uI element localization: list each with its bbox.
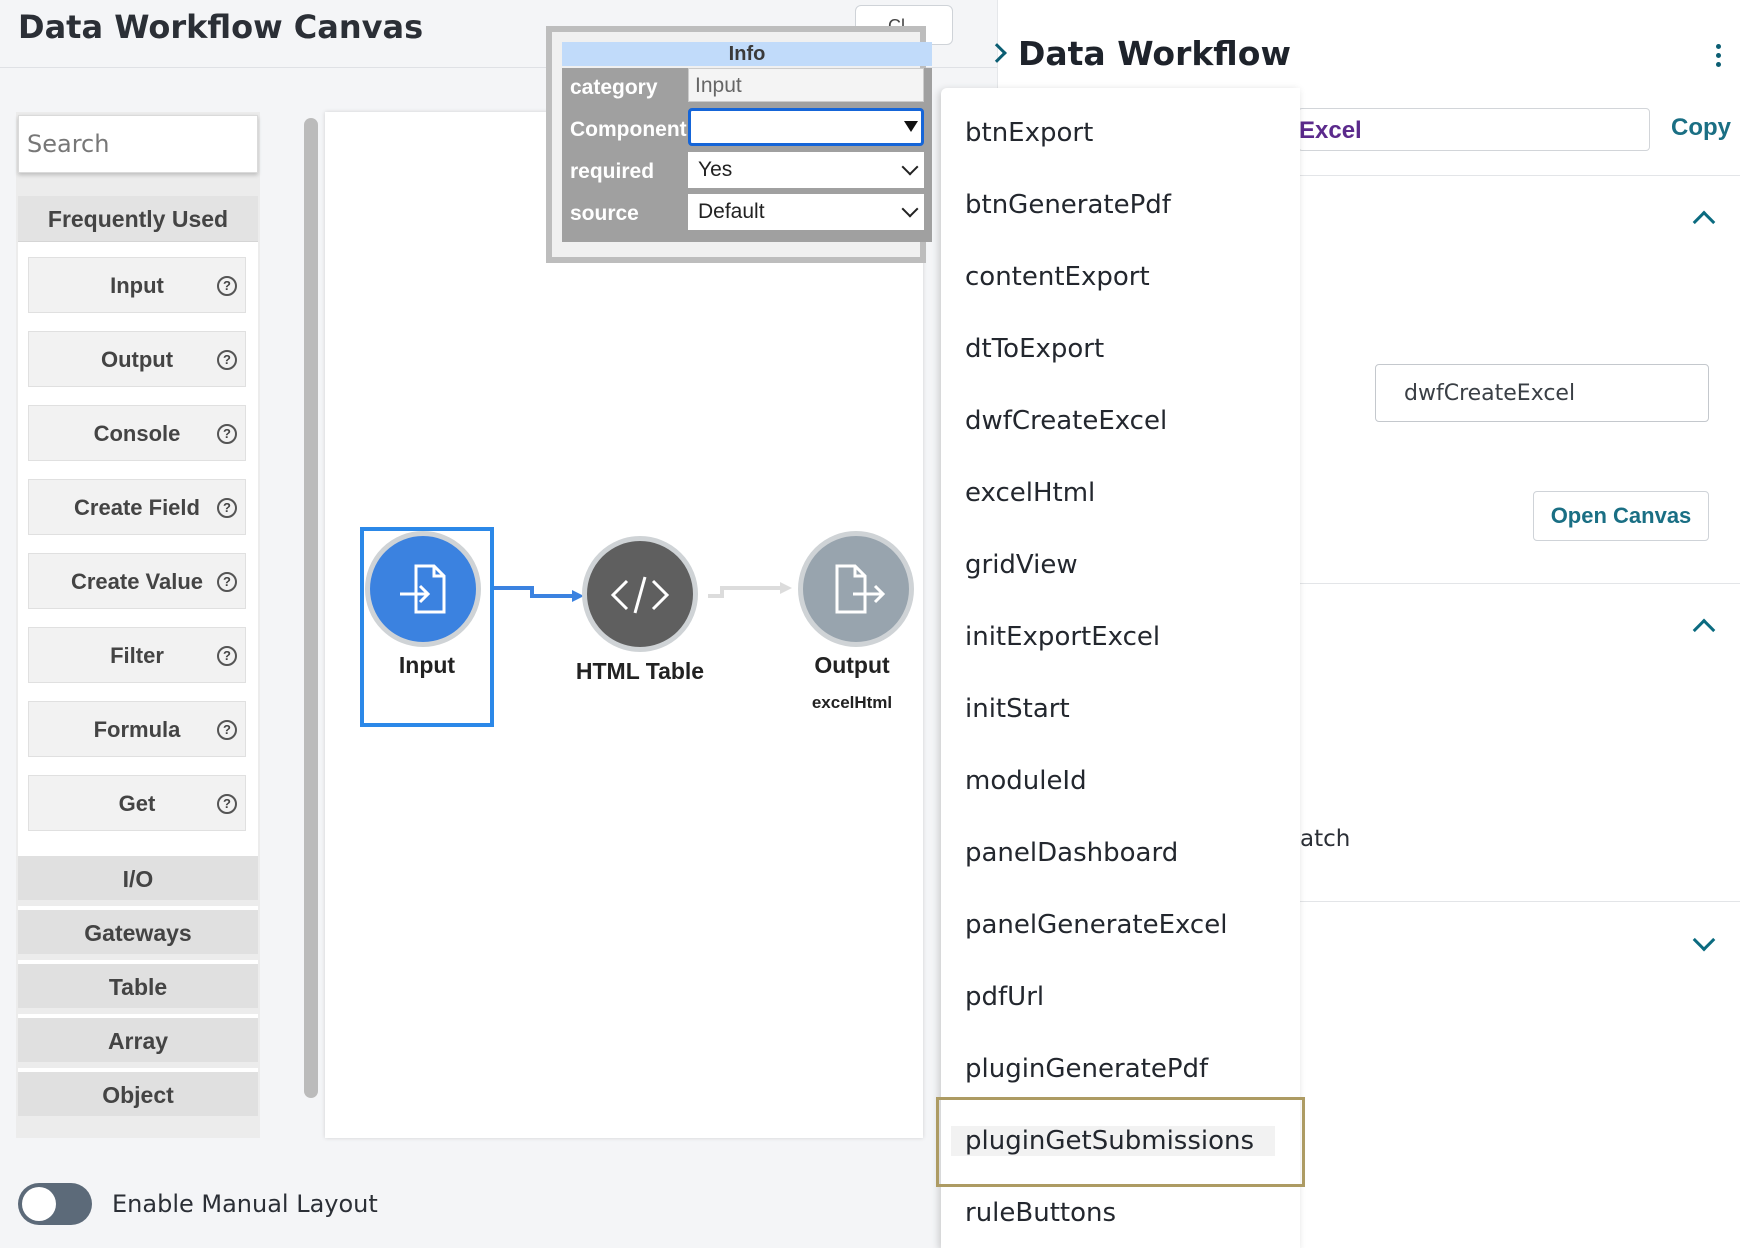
- help-icon[interactable]: ?: [217, 498, 237, 518]
- help-icon[interactable]: ?: [217, 276, 237, 296]
- help-icon[interactable]: ?: [217, 646, 237, 666]
- panel-title: Data Workflow: [1018, 34, 1291, 73]
- palette-item-label: Formula: [93, 717, 181, 742]
- help-icon[interactable]: ?: [217, 720, 237, 740]
- palette-item-label: Create Field: [74, 495, 200, 520]
- dropdown-option[interactable]: btnExport: [965, 118, 1094, 148]
- manual-layout-label: Enable Manual Layout: [112, 1190, 378, 1218]
- palette-item-get[interactable]: Get?: [28, 775, 246, 831]
- palette-item-input[interactable]: Input?: [28, 257, 246, 313]
- category-io[interactable]: I/O: [18, 852, 258, 900]
- info-body: category Input Component required Yes so…: [562, 68, 932, 242]
- palette-item-output[interactable]: Output?: [28, 331, 246, 387]
- help-icon[interactable]: ?: [217, 350, 237, 370]
- html-table-node[interactable]: [582, 536, 698, 652]
- search-input[interactable]: Search: [18, 115, 258, 173]
- connector-lines: [492, 582, 792, 602]
- output-node-sublabel: excelHtml: [811, 693, 893, 712]
- dropdown-option[interactable]: moduleId: [965, 766, 1087, 796]
- dropdown-option[interactable]: initStart: [965, 694, 1070, 724]
- required-label: required: [570, 160, 655, 183]
- component-label: Component: [570, 118, 687, 141]
- palette-item-label: Output: [100, 347, 174, 372]
- partial-label: atch: [1300, 826, 1351, 852]
- palette-item-create-value[interactable]: Create Value?: [28, 553, 246, 609]
- section-divider: [1300, 901, 1740, 902]
- category-array[interactable]: Array: [18, 1014, 258, 1062]
- source-label: source: [570, 202, 639, 225]
- dropdown-option[interactable]: panelDashboard: [965, 838, 1179, 868]
- required-value: Yes: [698, 158, 733, 181]
- dropdown-option[interactable]: btnGeneratePdf: [965, 190, 1171, 220]
- category-object[interactable]: Object: [18, 1068, 258, 1116]
- help-icon[interactable]: ?: [217, 794, 237, 814]
- section-divider: [1300, 175, 1740, 176]
- file-export-icon: [835, 564, 886, 614]
- dropdown-option[interactable]: dwfCreateExcel: [965, 406, 1168, 436]
- palette-item-label: Get: [118, 791, 156, 816]
- palette-item-filter[interactable]: Filter?: [28, 627, 246, 683]
- dropdown-option-highlighted[interactable]: pluginGetSubmissions: [951, 1126, 1275, 1156]
- frequently-used-header[interactable]: Frequently Used: [18, 196, 258, 242]
- header-divider: [0, 67, 997, 68]
- dropdown-option[interactable]: initExportExcel: [965, 622, 1161, 652]
- source-select[interactable]: Default: [688, 194, 924, 230]
- category-field: Input: [688, 68, 924, 102]
- category-table[interactable]: Table: [18, 960, 258, 1008]
- dropdown-option[interactable]: pluginGeneratePdf: [965, 1054, 1209, 1084]
- chevron-down-icon: [901, 158, 919, 176]
- palette-item-create-field[interactable]: Create Field?: [28, 479, 246, 535]
- dropdown-arrow-icon: [904, 121, 918, 132]
- name-input[interactable]: Excel: [1298, 108, 1650, 151]
- category-label: category: [570, 76, 658, 99]
- dropdown-option[interactable]: ruleButtons: [965, 1198, 1117, 1228]
- more-options-icon[interactable]: [1716, 44, 1721, 68]
- required-select[interactable]: Yes: [688, 152, 924, 188]
- palette-item-label: Filter: [110, 643, 164, 668]
- palette-item-label: Console: [93, 421, 181, 446]
- palette-item-label: Input: [110, 273, 164, 298]
- selected-node-frame[interactable]: [360, 527, 494, 727]
- copy-button[interactable]: Copy: [1671, 114, 1731, 141]
- open-canvas-button[interactable]: Open Canvas: [1533, 491, 1709, 541]
- help-icon[interactable]: ?: [217, 424, 237, 444]
- input-node[interactable]: [365, 531, 481, 647]
- manual-layout-toggle[interactable]: [18, 1183, 92, 1225]
- dropdown-option[interactable]: excelHtml: [965, 478, 1096, 508]
- file-import-icon: [400, 564, 446, 614]
- page-title: Data Workflow Canvas: [18, 8, 424, 46]
- component-select[interactable]: [688, 108, 924, 146]
- output-node[interactable]: [798, 531, 914, 647]
- highlight-frame: [936, 1097, 1305, 1187]
- category-gateways[interactable]: Gateways: [18, 906, 258, 954]
- palette-item-console[interactable]: Console?: [28, 405, 246, 461]
- dropdown-option[interactable]: contentExport: [965, 262, 1150, 292]
- dropdown-option[interactable]: dtToExport: [965, 334, 1105, 364]
- dropdown-option[interactable]: panelGenerateExcel: [965, 910, 1228, 940]
- toggle-knob: [22, 1187, 56, 1221]
- palette-item-label: Create Value: [70, 569, 204, 594]
- html-table-node-label: HTML Table: [575, 658, 705, 684]
- palette-item-formula[interactable]: Formula?: [28, 701, 246, 757]
- code-icon: [610, 576, 670, 614]
- input-node-label: Input: [398, 652, 456, 678]
- output-node-label: Output: [814, 652, 890, 678]
- section-divider: [1300, 583, 1740, 584]
- palette-scrollbar[interactable]: [304, 118, 318, 1098]
- dropdown-option[interactable]: gridView: [965, 550, 1078, 580]
- info-popup: Info category Input Component required Y…: [546, 26, 932, 263]
- source-value: Default: [698, 200, 765, 223]
- dropdown-option[interactable]: pdfUrl: [965, 982, 1045, 1012]
- workflow-id-field[interactable]: dwfCreateExcel: [1375, 364, 1709, 422]
- info-title: Info: [562, 42, 932, 66]
- help-icon[interactable]: ?: [217, 572, 237, 592]
- component-dropdown[interactable]: btnExport btnGeneratePdf contentExport d…: [941, 88, 1300, 1248]
- chevron-down-icon: [901, 200, 919, 218]
